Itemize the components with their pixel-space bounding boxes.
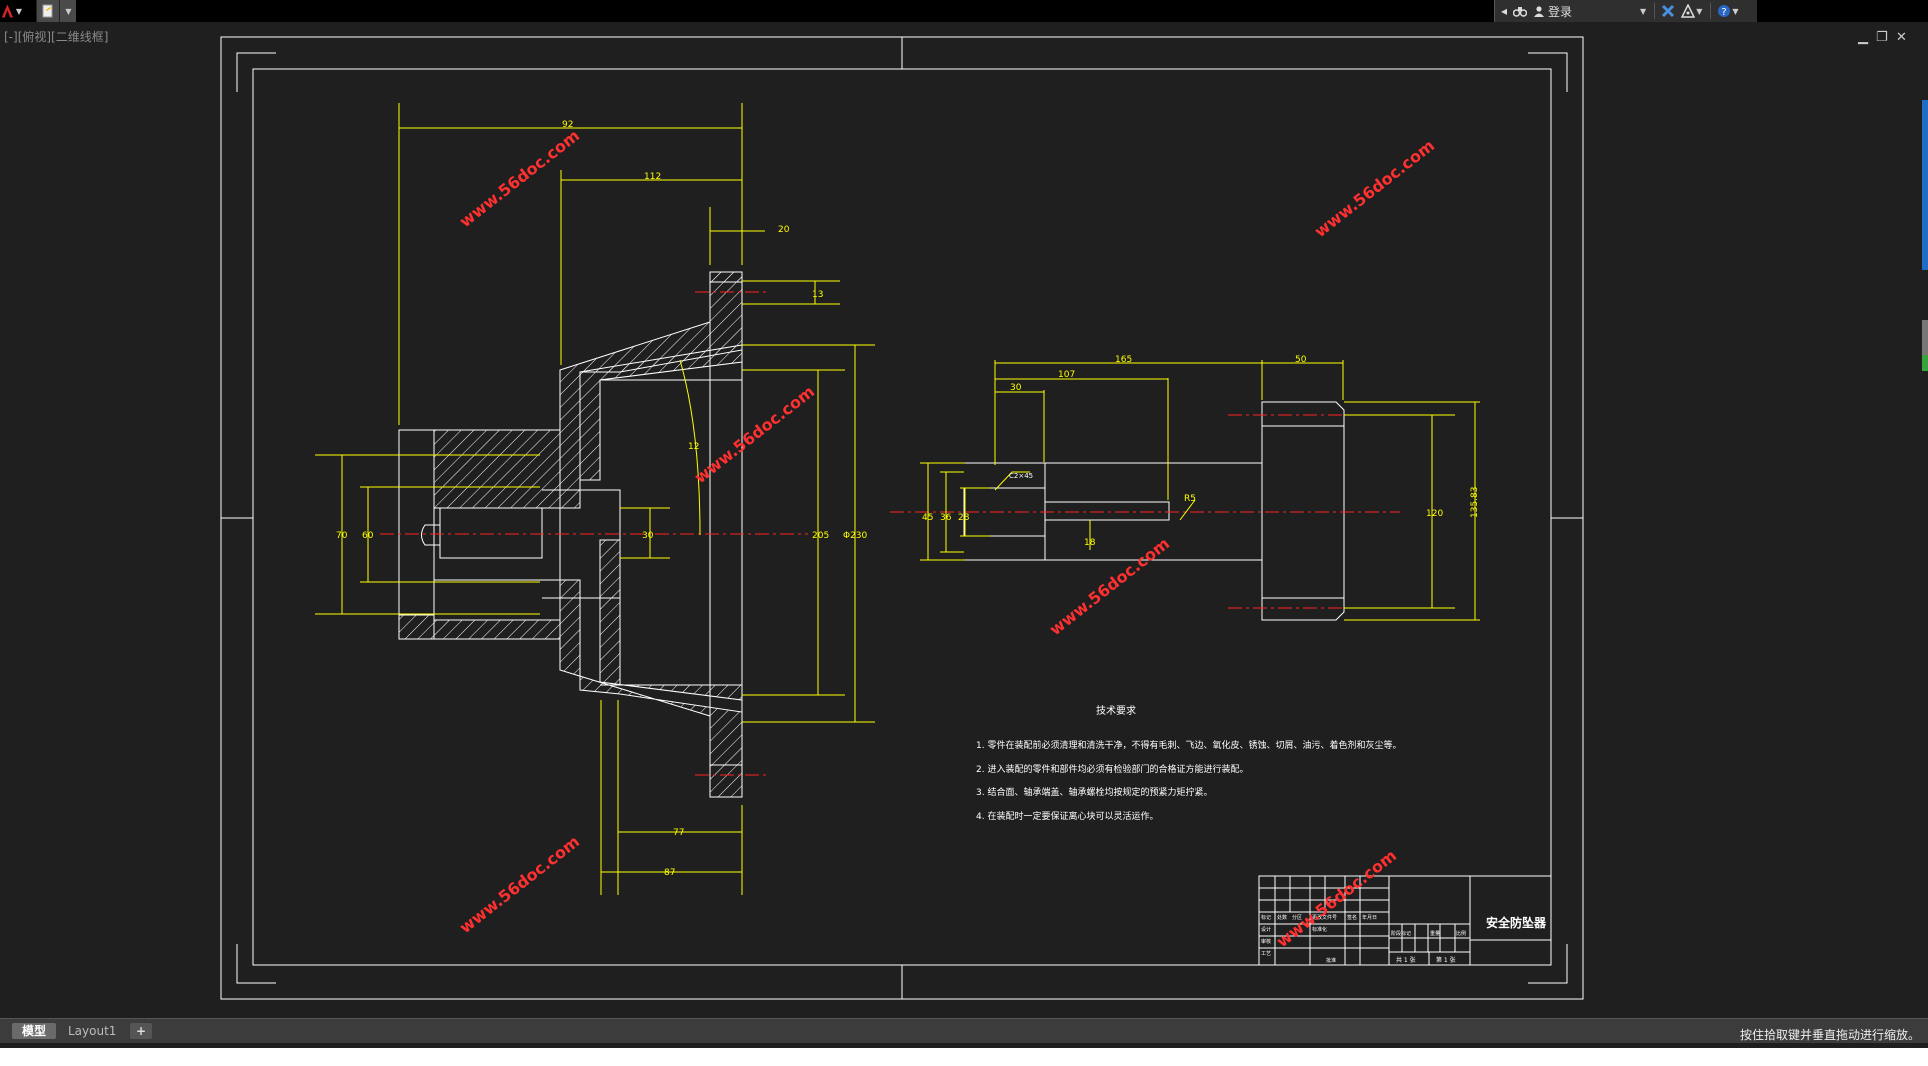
tb-cell: 更改文件号 — [1312, 914, 1337, 921]
dim-label: 28 — [958, 513, 970, 523]
dim-label: 12 — [688, 442, 699, 452]
dim-label: 120 — [1426, 509, 1443, 519]
watermarks: www.56doc.com www.56doc.com www.56doc.co… — [456, 126, 1438, 951]
left-section-view — [380, 271, 808, 798]
login-label: 登录 — [1548, 4, 1573, 19]
dim-label: 70 — [336, 531, 348, 541]
dim-label: 60 — [362, 531, 374, 541]
svg-text:?: ? — [1722, 7, 1727, 18]
close-icon[interactable]: ✕ — [1896, 30, 1907, 45]
tb-cell: 标准化 — [1312, 926, 1327, 933]
part-title: 安全防坠器 — [1486, 915, 1547, 930]
right-shaft-view — [927, 401, 1345, 621]
right-dimensions — [920, 360, 1480, 621]
dim-label: 18 — [1084, 538, 1096, 548]
separator — [1710, 3, 1712, 19]
watermark: www.56doc.com — [1046, 534, 1173, 639]
tb-cell: 审核 — [1261, 938, 1271, 945]
viewport-controls[interactable]: [-][俯视][二维线框] — [4, 30, 109, 44]
exchange-icon[interactable] — [1661, 4, 1675, 18]
dim-label: 36 — [940, 513, 952, 523]
dim-label: 77 — [673, 828, 684, 838]
quick-access-toolbar: ▼ ▼ — [0, 0, 76, 22]
community-icon[interactable]: ▼ — [1681, 4, 1702, 18]
binoculars-icon[interactable] — [1513, 5, 1528, 17]
left-dimension-labels: 92 112 20 13 12 70 60 30 205 Φ230 77 87 — [336, 120, 868, 878]
tb-cell: 批准 — [1326, 957, 1336, 964]
corner-marks — [236, 52, 1568, 984]
right-dimension-labels: 165 50 107 30 45 36 28 18 120 135.83 R5 … — [922, 355, 1480, 548]
dim-label: R5 — [1184, 494, 1196, 504]
add-layout-button[interactable]: + — [130, 1023, 153, 1039]
help-icon[interactable]: ? ▼ — [1717, 4, 1739, 18]
tab-model[interactable]: 模型 — [12, 1023, 57, 1039]
tb-sheet2: 第 1 张 — [1436, 956, 1456, 964]
dim-label: 135.83 — [1470, 487, 1480, 519]
tb-cell: 处数 — [1277, 914, 1287, 921]
login-button[interactable]: 登录 ▼ — [1533, 3, 1646, 20]
tb-cell: 分区 — [1292, 914, 1302, 921]
scroll-indicator[interactable] — [1922, 100, 1928, 270]
watermark: www.56doc.com — [1273, 846, 1400, 951]
tb-cell: 签名 — [1347, 914, 1357, 921]
tech-title: 技术要求 — [1096, 704, 1136, 717]
dim-label: 45 — [922, 513, 933, 523]
scroll-indicator[interactable] — [1922, 320, 1928, 370]
dim-label: 13 — [812, 290, 823, 300]
tb-cell: 比例 — [1456, 930, 1466, 937]
left-arrow-icon[interactable]: ◂ — [1501, 4, 1508, 18]
watermark: www.56doc.com — [456, 126, 583, 231]
info-center: ◂ 登录 ▼ ▼ ? ▼ — [1494, 0, 1757, 22]
right-centerlines — [890, 414, 1400, 609]
title-bar: ▼ ▼ ◂ 登录 ▼ ▼ ? ▼ — [0, 0, 1928, 22]
customize-dropdown-icon[interactable]: ▼ — [59, 0, 76, 22]
tb-cell: 设计 — [1261, 926, 1271, 933]
dim-label: 165 — [1115, 355, 1132, 365]
scroll-indicator[interactable] — [1922, 355, 1928, 371]
tech-item-4: 4. 在装配时一定要保证离心块可以灵活运作。 — [976, 810, 1158, 822]
tb-cell: 重量 — [1430, 930, 1440, 937]
dim-label: 205 — [812, 531, 829, 541]
dim-label: 20 — [778, 225, 790, 235]
minimize-icon[interactable]: ▁ — [1858, 30, 1868, 45]
autocad-logo-icon[interactable]: ▼ — [0, 0, 22, 22]
tech-item-3: 3. 结合面、轴承端盖、轴承螺栓均按规定的预紧力矩拧紧。 — [976, 786, 1212, 798]
restore-icon[interactable]: ❐ — [1876, 30, 1888, 45]
tb-cell: 年月日 — [1362, 914, 1377, 921]
watermark: www.56doc.com — [1311, 136, 1438, 241]
tech-item-2: 2. 进入装配的零件和部件均必须有检验部门的合格证方能进行装配。 — [976, 763, 1248, 775]
dim-label: 50 — [1295, 355, 1307, 365]
dim-label: 30 — [1010, 383, 1022, 393]
tech-requirements: 技术要求 1. 零件在装配前必须清理和清洗干净，不得有毛刺、飞边、氧化皮、锈蚀、… — [976, 704, 1401, 822]
document-icon[interactable] — [36, 0, 59, 22]
dim-label: 112 — [644, 172, 661, 182]
dim-label: 87 — [664, 868, 675, 878]
dim-label: C2×45 — [1009, 472, 1033, 480]
left-dimensions — [315, 103, 875, 895]
tb-sheet: 共 1 张 — [1396, 956, 1416, 964]
dim-label: 107 — [1058, 370, 1075, 380]
separator — [1654, 3, 1656, 19]
bottom-strip — [0, 1048, 1928, 1066]
tb-cell: 工艺 — [1261, 951, 1271, 957]
dim-label: Φ230 — [843, 531, 868, 541]
dim-label: 92 — [562, 120, 573, 130]
tech-item-1: 1. 零件在装配前必须清理和清洗干净，不得有毛刺、飞边、氧化皮、锈蚀、切屑、油污… — [976, 739, 1401, 751]
tb-cell: 阶段标记 — [1391, 930, 1411, 937]
title-block-cells: 标记 处数 分区 更改文件号 签名 年月日 设计 标准化 审核 工艺 批准 阶段… — [1261, 914, 1547, 964]
command-prompt-text: 按住拾取键并垂直拖动进行缩放。 — [1739, 1028, 1920, 1042]
center-marks — [221, 37, 1583, 999]
dim-label: 30 — [642, 531, 654, 541]
title-block — [1258, 875, 1552, 966]
drawing-canvas[interactable]: 92 112 20 13 12 70 60 30 205 Φ230 77 87 — [0, 0, 1920, 1016]
tab-layout1[interactable]: Layout1 — [68, 1024, 117, 1038]
tb-cell: 标记 — [1261, 914, 1271, 921]
layout-tab-bar: 模型 Layout1 + — [0, 1018, 1928, 1043]
user-icon — [1534, 6, 1545, 17]
watermark: www.56doc.com — [456, 832, 583, 937]
